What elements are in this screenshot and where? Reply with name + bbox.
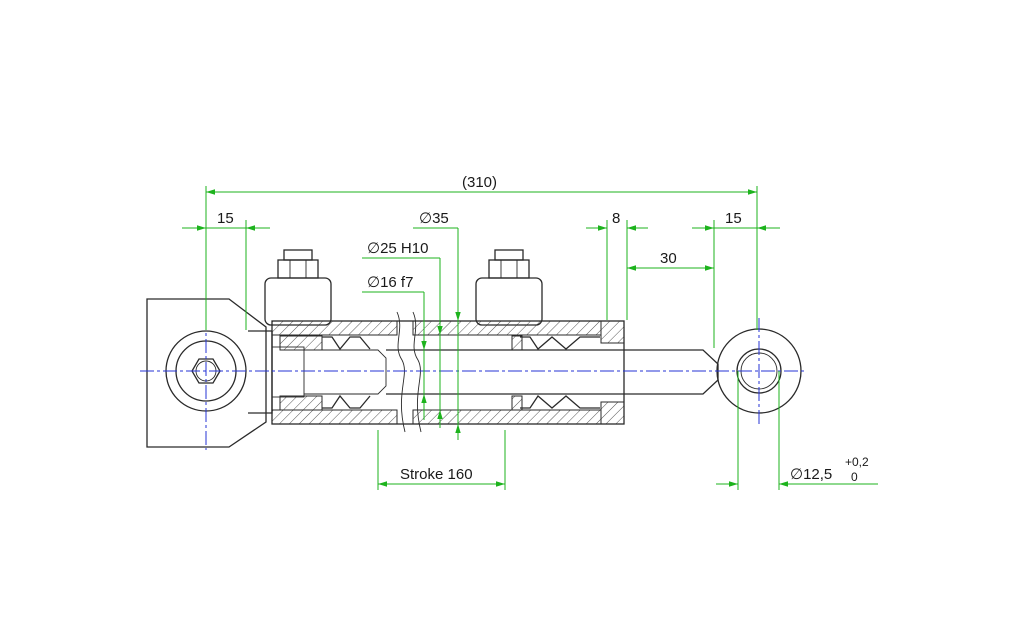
overall-length-label: (310)	[462, 174, 497, 191]
piston-rod	[386, 349, 719, 395]
right-port-fitting	[475, 249, 543, 326]
rod-end-length-label: 30	[660, 250, 677, 267]
bore-diameter-label: ∅35	[419, 210, 449, 227]
center-lines	[140, 316, 805, 450]
piston-diameter-label: ∅25 H10	[367, 240, 428, 257]
left-eye-offset-label: 15	[217, 210, 234, 227]
tolerance-upper-label: +0,2	[845, 455, 869, 469]
dimension-labels: (310) 15 ∅35 ∅25 H10 ∅16 f7 8 30 15 Stro…	[217, 174, 869, 484]
gland-width-label: 8	[612, 210, 620, 227]
rod-diameter-label: ∅16 f7	[367, 274, 413, 291]
right-eye-offset-label: 15	[725, 210, 742, 227]
stroke-label: Stroke 160	[400, 466, 473, 483]
tolerance-lower-label: 0	[851, 470, 858, 484]
pin-hole-diameter-label: ∅12,5	[790, 466, 832, 483]
left-port-fitting	[264, 249, 332, 326]
dimension-lines	[182, 186, 878, 490]
cylinder-barrel	[248, 311, 625, 433]
